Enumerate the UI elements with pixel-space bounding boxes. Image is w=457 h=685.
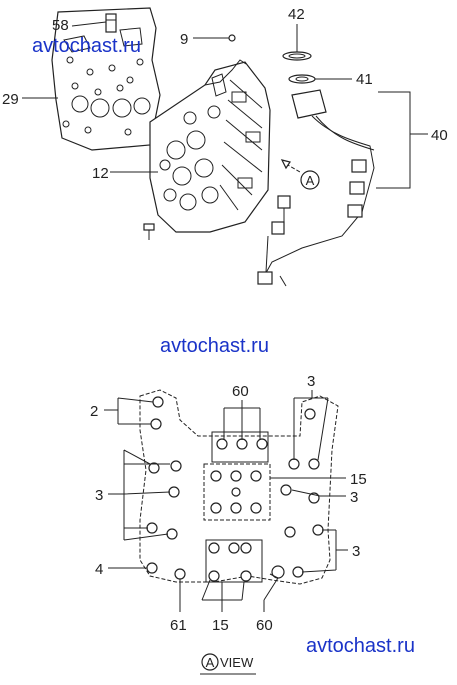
plate-center-group <box>203 463 271 521</box>
plate-bottom-group <box>205 539 263 583</box>
callout-60-bottom: 60 <box>256 617 273 634</box>
callout-4: 4 <box>95 561 103 578</box>
callout-3-mid-right: 3 <box>350 489 358 506</box>
check-ball-9 <box>228 34 236 42</box>
callout-15-bottom: 15 <box>212 617 229 634</box>
lower-leader-lines <box>104 390 348 612</box>
separator-plate-gasket <box>51 7 161 151</box>
callout-9: 9 <box>180 31 188 48</box>
callout-29: 29 <box>2 91 19 108</box>
watermark-bottom: avtochast.ru <box>306 635 415 657</box>
callout-40: 40 <box>431 127 448 144</box>
watermark-top: avtochast.ru <box>32 35 141 57</box>
view-marker-circle <box>300 170 320 190</box>
callout-12: 12 <box>92 165 109 182</box>
wiring-harness-40 <box>257 89 375 287</box>
view-caption-text: VIEW <box>220 655 254 670</box>
callout-42: 42 <box>288 6 305 23</box>
bolt-holes <box>146 396 324 582</box>
callout-61: 61 <box>170 617 187 634</box>
seal-41 <box>288 74 316 84</box>
watermark-middle: avtochast.ru <box>160 335 269 357</box>
valve-body-assembly <box>149 59 271 233</box>
filter-part-58 <box>105 13 117 33</box>
mounting-bolt <box>143 223 155 240</box>
callout-3-left: 3 <box>95 487 103 504</box>
o-ring-42 <box>282 51 312 61</box>
view-caption: A VIEW <box>200 653 256 675</box>
callout-3-top-right: 3 <box>307 373 315 390</box>
upper-leader-lines <box>22 21 428 189</box>
view-marker-letter: A <box>306 173 315 188</box>
valve-body-outline-dashed <box>139 389 339 585</box>
callout-41: 41 <box>356 71 373 88</box>
plate-top-group <box>211 431 269 463</box>
callout-58: 58 <box>52 17 69 34</box>
callout-15-right: 15 <box>350 471 367 488</box>
callout-60-top: 60 <box>232 383 249 400</box>
view-caption-letter: A <box>206 655 215 670</box>
callout-2: 2 <box>90 403 98 420</box>
callout-3-low-right: 3 <box>352 543 360 560</box>
